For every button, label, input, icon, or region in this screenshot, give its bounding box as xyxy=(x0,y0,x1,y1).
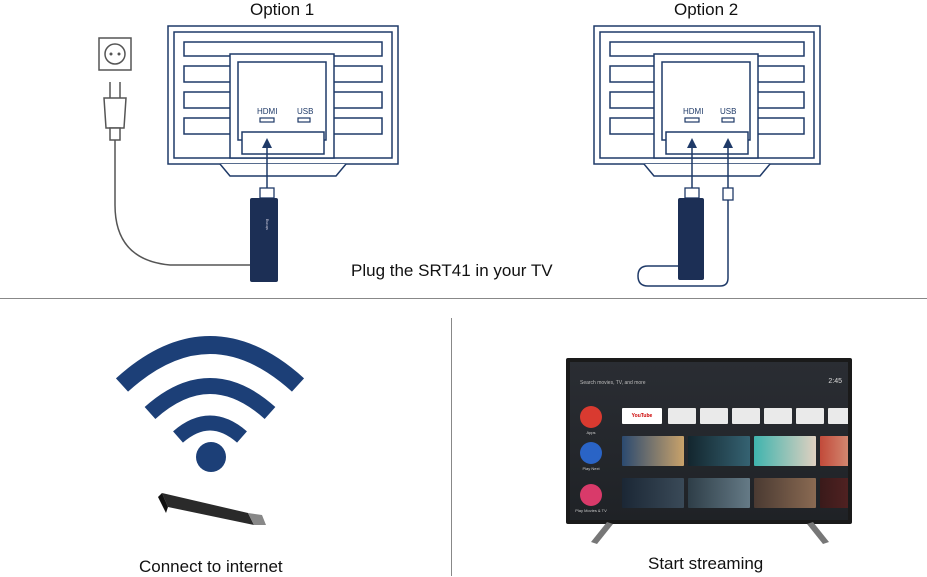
sidebar-apps: Apps xyxy=(586,430,596,435)
search-bar: Search movies, TV, and more xyxy=(580,380,646,386)
thumbnail xyxy=(754,478,816,508)
usb-port-label-2: USB xyxy=(720,107,736,116)
tv-back-view xyxy=(593,25,821,177)
app-tile-google-play xyxy=(700,408,728,424)
app-tile-6 xyxy=(828,408,848,424)
power-plug-icon xyxy=(103,82,127,141)
app-tile-4 xyxy=(764,408,792,424)
usb-port-label: USB xyxy=(297,107,313,116)
plug-instruction: Plug the SRT41 in your TV xyxy=(351,261,553,280)
usb-cable xyxy=(637,187,734,287)
option-2-label: Option 2 xyxy=(674,0,739,19)
play-movies-icon xyxy=(580,484,602,506)
streaming-stick-2 xyxy=(678,187,704,280)
app-tile-3 xyxy=(732,408,760,424)
streaming-stick-3 xyxy=(158,493,266,525)
option-2-diagram: HDMI USB xyxy=(593,25,821,287)
thumbnail xyxy=(820,436,848,466)
thumbnail xyxy=(754,436,816,466)
play-next-icon xyxy=(580,442,602,464)
thumbnail xyxy=(820,478,848,508)
horizontal-divider xyxy=(0,298,927,299)
app-tile-youtube-kids xyxy=(668,408,696,424)
tv-back-view xyxy=(167,25,399,177)
thumbnail xyxy=(688,436,750,466)
thumbnail xyxy=(622,436,684,466)
sidebar-play-movies: Play Movies & TV xyxy=(575,508,607,513)
stream-label: Start streaming xyxy=(648,554,764,573)
apps-icon xyxy=(580,406,602,428)
svg-text:strong: strong xyxy=(264,219,269,230)
thumbnail xyxy=(622,478,684,508)
connect-label: Connect to internet xyxy=(139,557,283,576)
wall-socket-icon xyxy=(98,37,132,71)
vertical-divider xyxy=(451,318,452,576)
clock: 2:45 xyxy=(828,378,842,385)
hdmi-port-label-2: HDMI xyxy=(683,107,703,116)
thumbnail xyxy=(688,478,750,508)
option-1-diagram: HDMI USB strong xyxy=(98,25,399,282)
option-1-label: Option 1 xyxy=(250,0,315,19)
tv-stand xyxy=(591,522,829,544)
streaming-stick: strong xyxy=(250,187,278,282)
hdmi-port-label: HDMI xyxy=(257,107,277,116)
app-tile-youtube: YouTube xyxy=(622,408,662,424)
sidebar-play-next: Play Next xyxy=(582,466,600,471)
tv-home-screen: Search movies, TV, and more 2:45 Apps Pl… xyxy=(570,362,848,520)
app-tile-5 xyxy=(796,408,824,424)
wifi-icon xyxy=(115,336,305,525)
